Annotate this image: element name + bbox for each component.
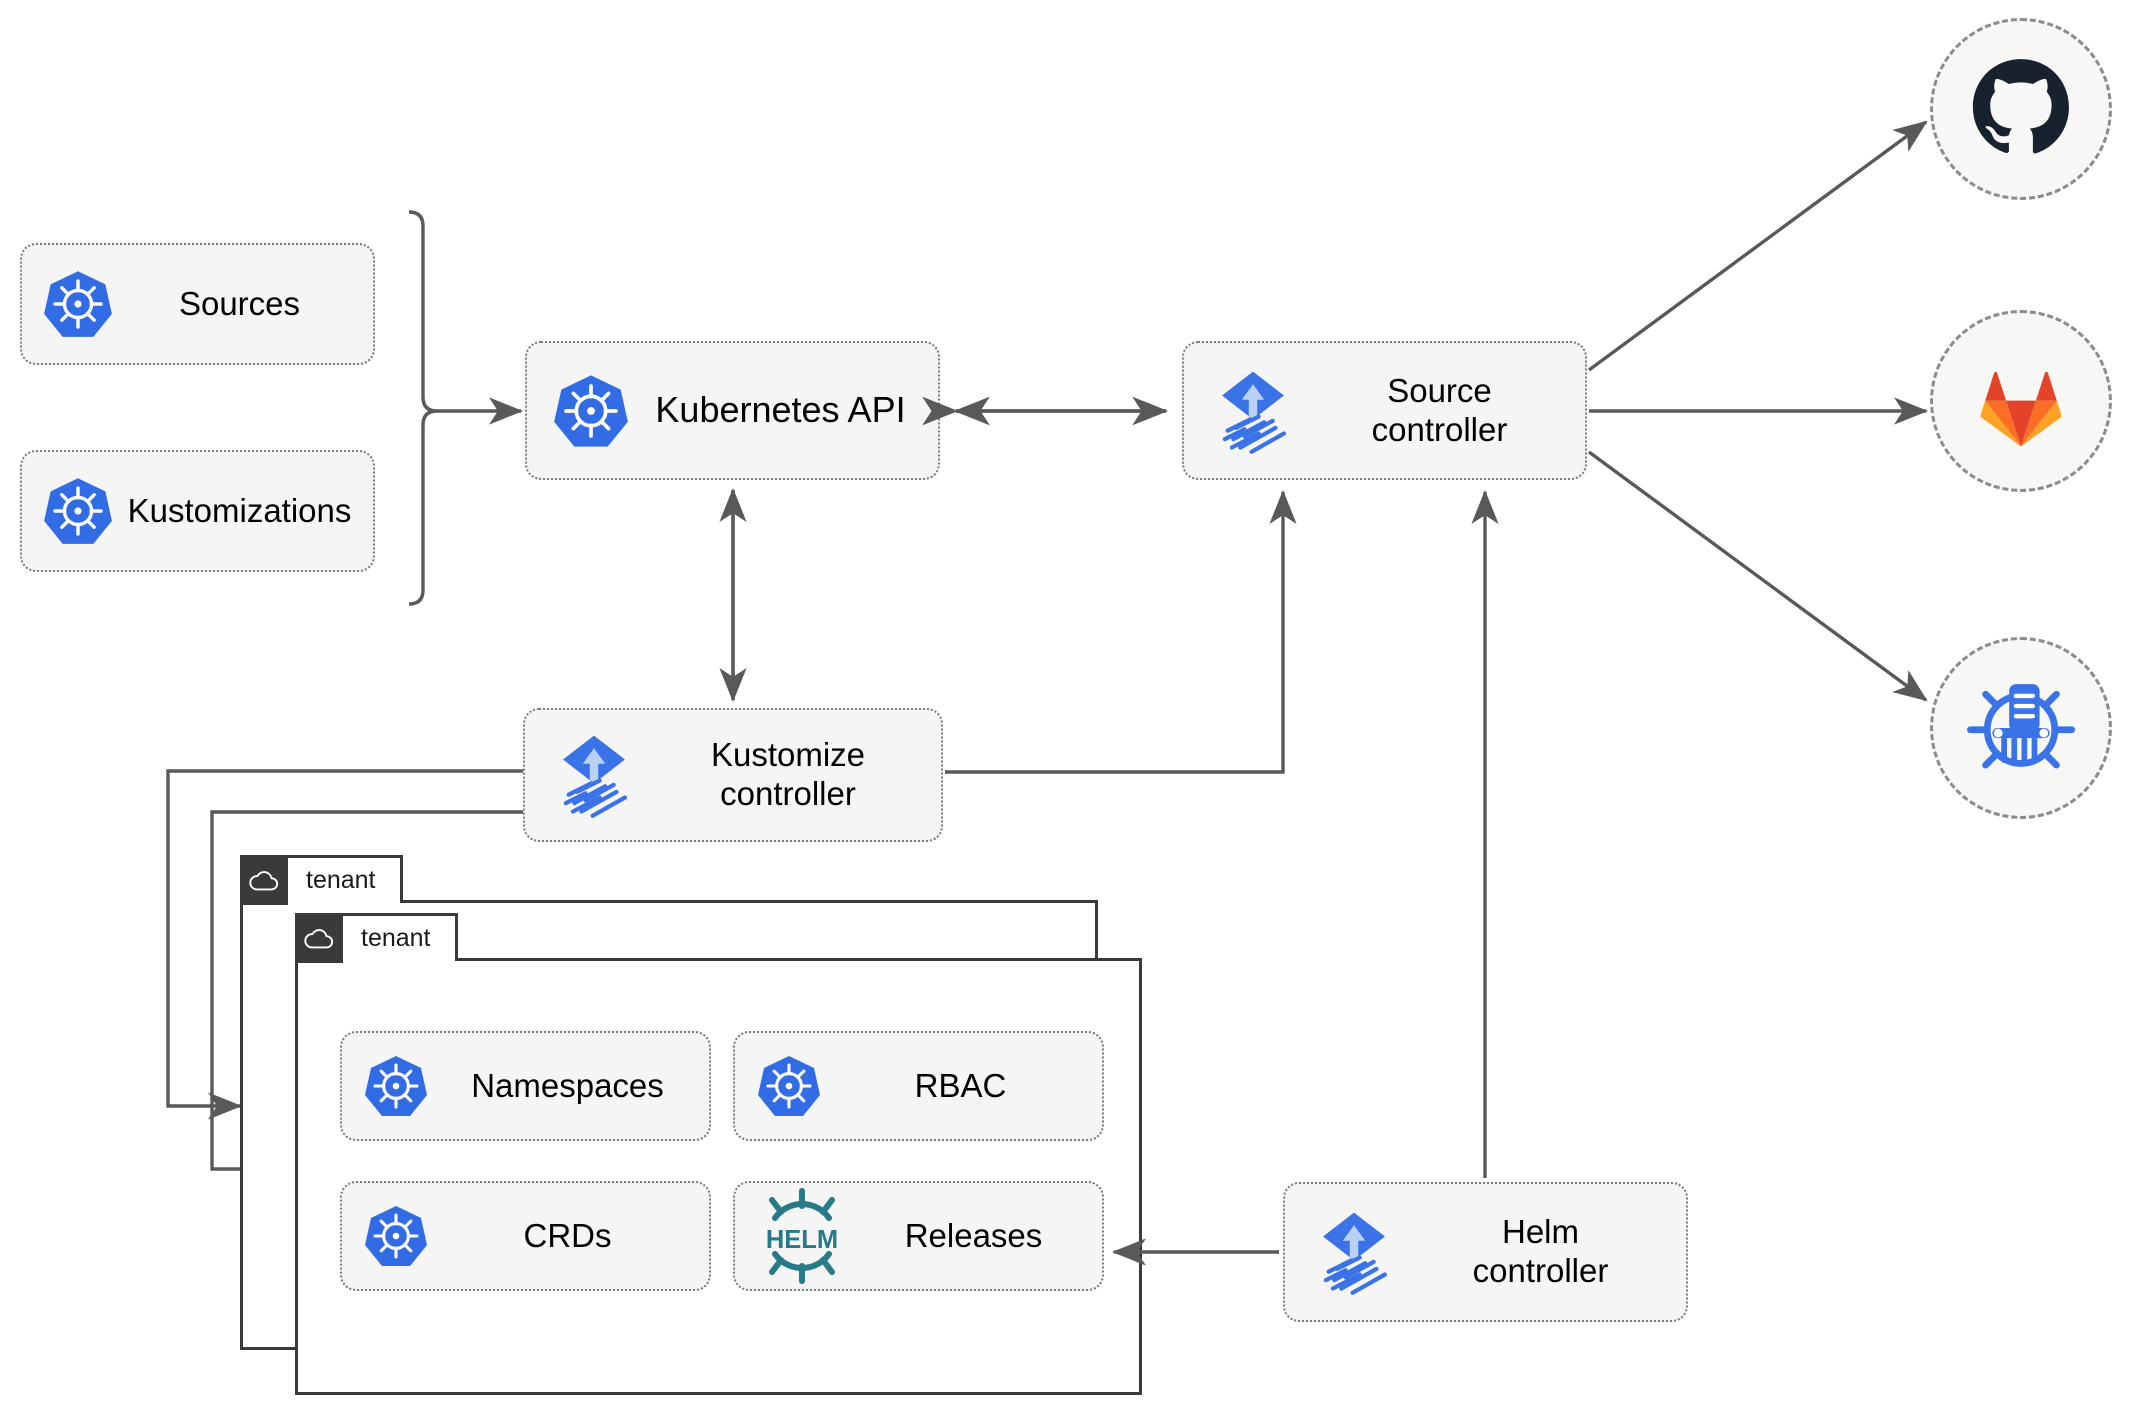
tenant-label: tenant (306, 866, 376, 894)
node-label: CRDs (523, 1216, 612, 1254)
node-label: Source controller (1371, 371, 1508, 448)
node-source-controller[interactable]: Source controller (1182, 341, 1587, 480)
node-kustomizations[interactable]: Kustomizations (20, 450, 375, 572)
tenant-container-front[interactable]: tenant (295, 913, 1142, 1395)
kubernetes-icon (354, 1204, 438, 1268)
cloud-icon (240, 856, 288, 905)
helm-chart-repository-icon (1967, 684, 2075, 769)
edge-source-to-github (1587, 120, 1928, 372)
helm-icon: HELM (747, 1188, 857, 1284)
helm-wordmark: HELM (766, 1226, 838, 1254)
node-namespaces[interactable]: Namespaces (340, 1031, 711, 1141)
flux-icon (1299, 1207, 1409, 1297)
cloud-icon (295, 914, 343, 963)
kubernetes-icon (36, 476, 120, 546)
node-label: Helm controller (1472, 1213, 1609, 1289)
node-kubernetes-api[interactable]: Kubernetes API (525, 341, 940, 480)
flux-icon (539, 730, 649, 820)
node-label: Kustomizations (127, 491, 352, 529)
node-github[interactable] (1930, 18, 2112, 200)
node-label: Sources (178, 284, 301, 322)
kubernetes-icon (747, 1054, 831, 1118)
node-gitlab[interactable] (1930, 310, 2112, 492)
node-helm-controller[interactable]: Helm controller (1283, 1182, 1688, 1322)
node-kustomize-controller[interactable]: Kustomize controller (523, 708, 943, 842)
kubernetes-icon (543, 373, 639, 449)
brace-sources-group (408, 210, 439, 606)
node-sources[interactable]: Sources (20, 243, 375, 365)
node-releases[interactable]: HELM Releases (733, 1181, 1104, 1291)
node-label: Releases (904, 1216, 1043, 1254)
edge-source-to-chart-repository (1587, 450, 1928, 702)
flux-icon (1198, 366, 1308, 456)
tenant-tab-front[interactable]: tenant (295, 913, 458, 963)
kubernetes-icon (354, 1054, 438, 1118)
edge-kustomize-to-source (945, 489, 1297, 774)
node-label: Namespaces (471, 1066, 664, 1104)
gitlab-icon (1980, 371, 2062, 447)
node-crds[interactable]: CRDs (340, 1181, 711, 1291)
kubernetes-icon (36, 269, 120, 339)
tenant-tab-back[interactable]: tenant (240, 855, 403, 905)
github-icon (1972, 59, 2069, 154)
node-chart-repository[interactable] (1930, 637, 2112, 819)
tenant-label: tenant (361, 924, 431, 952)
node-label: Kustomize controller (710, 736, 866, 812)
node-label: Kubernetes API (655, 389, 906, 431)
node-label: RBAC (914, 1066, 1007, 1104)
node-rbac[interactable]: RBAC (733, 1031, 1104, 1141)
